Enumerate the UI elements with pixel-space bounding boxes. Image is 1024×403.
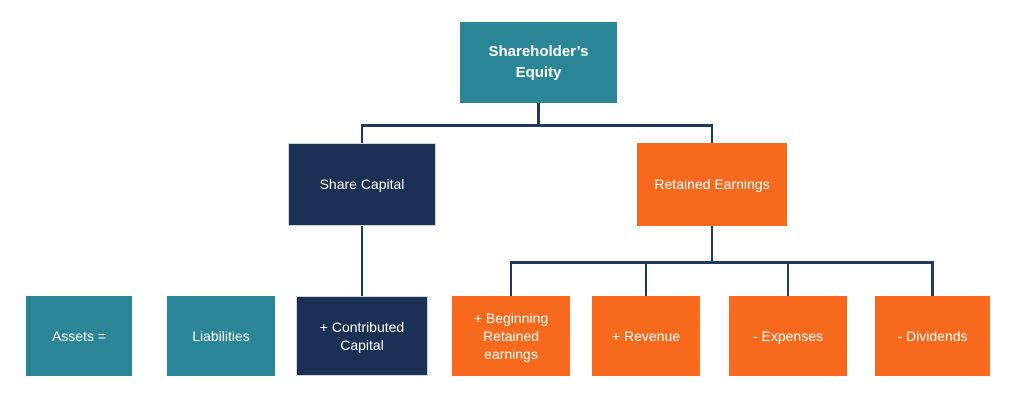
connector-drop-dividends [931, 261, 934, 297]
node-beginning-retained-earnings: + Beginning Retained earnings [452, 296, 570, 376]
connector-drop-share-capital [360, 124, 364, 144]
connector-drop-expenses [786, 261, 790, 297]
connector-sharecapital-to-contributed [360, 224, 364, 297]
connector-drop-retained-earnings [710, 124, 714, 144]
connector-retained-riser [710, 224, 714, 263]
node-dividends: - Dividends [875, 296, 990, 376]
node-share-capital: Share Capital [288, 143, 436, 226]
connector-drop-revenue [644, 261, 648, 297]
node-contributed-capital: + Contributed Capital [296, 296, 428, 376]
node-revenue: + Revenue [592, 296, 700, 376]
node-liabilities: Liabilities [167, 296, 275, 376]
node-retained-earnings: Retained Earnings [637, 143, 787, 226]
connector-drop-beginning-retained [509, 261, 513, 297]
node-assets: Assets = [26, 296, 132, 376]
connector-equity-riser [537, 101, 540, 126]
node-expenses: - Expenses [729, 296, 847, 376]
node-shareholders-equity: Shareholder’s Equity [460, 22, 617, 103]
connector-level2-horizontal [509, 261, 934, 264]
connector-level1-horizontal [360, 124, 713, 127]
